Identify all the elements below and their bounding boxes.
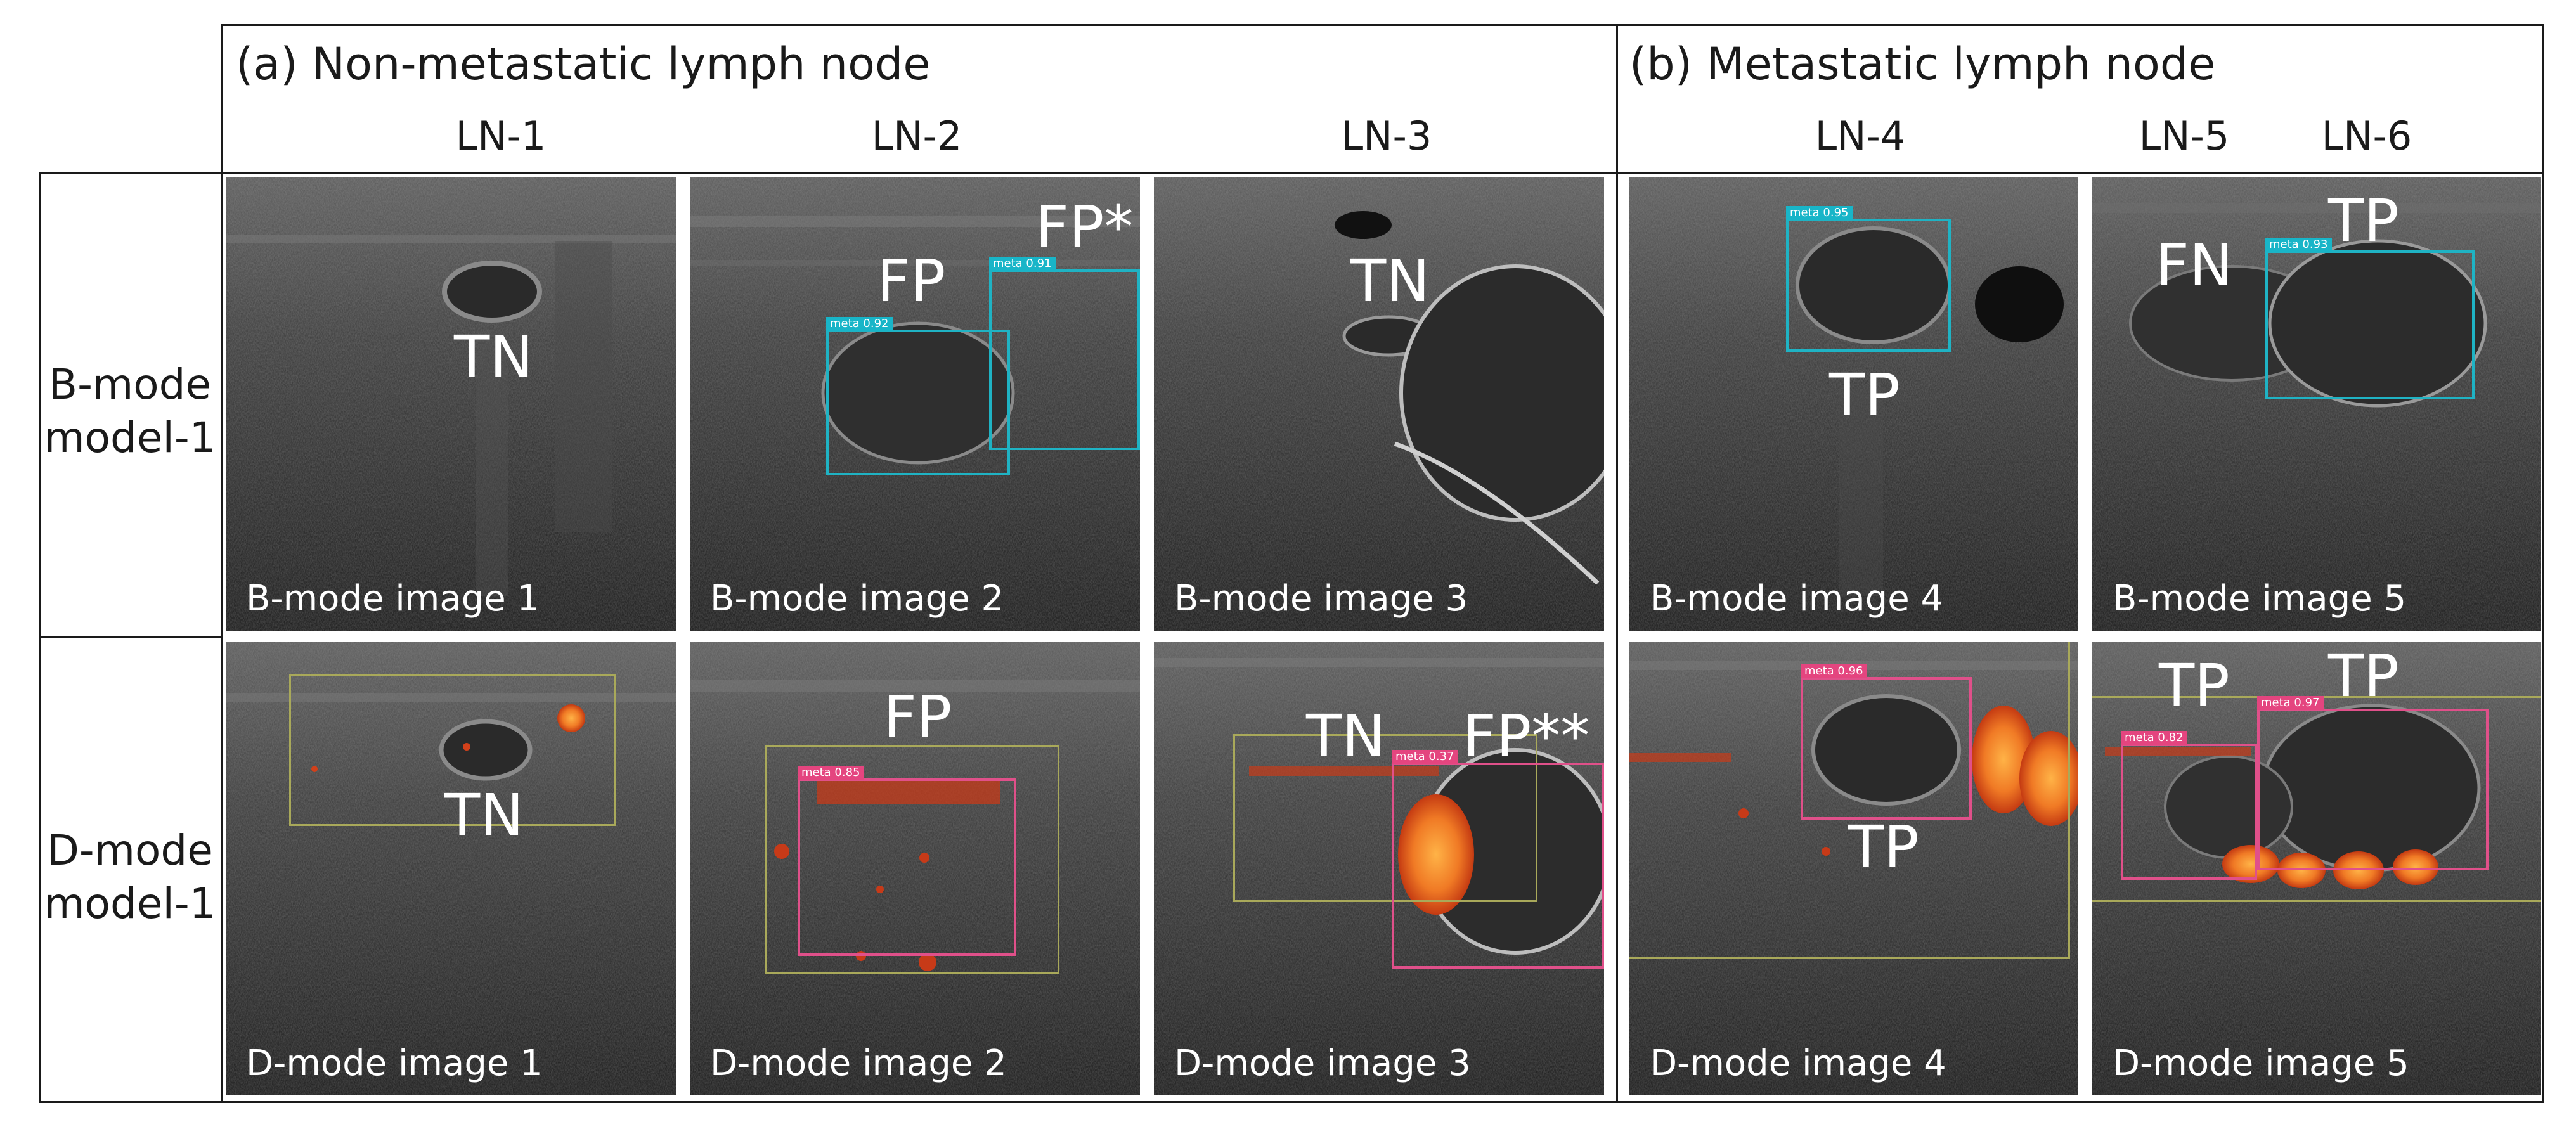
detection-box: meta 0.82 <box>2121 731 2257 880</box>
region-box <box>765 745 1059 974</box>
detection-score: meta 0.92 <box>826 317 893 331</box>
panel-caption: B-mode image 4 <box>1650 578 1944 619</box>
row-label-d-mode: D-mode model-1 <box>25 824 235 931</box>
detection-score: meta 0.85 <box>798 766 864 780</box>
d-mode-image-4: meta 0.96 TP D-mode image 4 <box>1629 642 2078 1095</box>
result-label: FP* <box>1035 193 1134 261</box>
right-border <box>2542 24 2544 1103</box>
b-mode-image-5: meta 0.93 FN TP B-mode image 5 <box>2092 177 2541 631</box>
result-label: TP <box>2328 642 2399 710</box>
result-label: FP <box>883 683 952 751</box>
d-mode-image-5: meta 0.82 meta 0.97 TP TP D-mode image 5 <box>2092 642 2541 1095</box>
section-divider-line <box>1616 24 1618 1103</box>
d-mode-image-2: meta 0.85 FP D-mode image 2 <box>690 642 1140 1095</box>
panel-caption: D-mode image 2 <box>710 1043 1007 1084</box>
panel-caption: D-mode image 1 <box>246 1043 543 1084</box>
detection-score: meta 0.82 <box>2121 731 2187 745</box>
left-header-border <box>221 24 223 1103</box>
detection-score: meta 0.95 <box>1786 206 1853 220</box>
bottom-border <box>39 1101 2544 1103</box>
ln-label-4: LN-4 <box>1815 113 1906 159</box>
panel-caption: B-mode image 3 <box>1174 578 1468 619</box>
metastatic-header: (b) Metastatic lymph node <box>1629 38 2216 90</box>
region-box <box>289 674 616 826</box>
header-divider-line <box>39 172 2544 174</box>
b-mode-image-3: TN B-mode image 3 <box>1154 177 1604 631</box>
result-label: FN <box>2156 231 2233 299</box>
detection-box: meta 0.91 <box>989 257 1140 450</box>
d-mode-image-1: TN D-mode image 1 <box>226 642 676 1095</box>
row-label-d-mode-line1: D-mode <box>47 826 213 875</box>
row-label-b-mode: B-mode model-1 <box>25 358 235 465</box>
ln-label-3: LN-3 <box>1341 113 1432 159</box>
detection-box: meta 0.95 <box>1786 206 1951 352</box>
detection-box: meta 0.37 <box>1392 750 1604 969</box>
region-box <box>1233 734 1537 902</box>
detection-score: meta 0.37 <box>1392 750 1458 764</box>
detection-box: meta 0.92 <box>826 317 1010 475</box>
result-label: TP <box>2159 652 2230 719</box>
panel-caption: B-mode image 1 <box>246 578 540 619</box>
panel-caption: D-mode image 5 <box>2113 1043 2409 1084</box>
detection-box: meta 0.85 <box>798 766 1016 956</box>
b-mode-image-1: TN B-mode image 1 <box>226 177 676 631</box>
result-label: TN <box>444 782 524 849</box>
result-label: TP <box>2328 187 2399 255</box>
row-label-b-mode-line1: B-mode <box>48 360 212 409</box>
ln-label-6: LN-6 <box>2321 113 2412 159</box>
detection-box: meta 0.93 <box>2265 238 2475 399</box>
region-box <box>1629 642 2070 959</box>
result-label: FP <box>877 247 946 315</box>
result-label: FP** <box>1463 702 1590 770</box>
detection-score: meta 0.97 <box>2257 696 2324 710</box>
panel-caption: D-mode image 4 <box>1650 1043 1946 1084</box>
non-metastatic-header: (a) Non-metastatic lymph node <box>236 38 931 90</box>
ln-label-2: LN-2 <box>871 113 962 159</box>
row-divider-line <box>39 636 222 638</box>
row-label-b-mode-line2: model-1 <box>44 413 216 462</box>
b-mode-image-4: meta 0.95 TP B-mode image 4 <box>1629 177 2078 631</box>
b-mode-image-2: meta 0.92 meta 0.91 FP FP* B-mode image … <box>690 177 1140 631</box>
ln-label-1: LN-1 <box>455 113 547 159</box>
detection-score: meta 0.93 <box>2265 238 2332 252</box>
result-label: TN <box>1306 702 1386 770</box>
top-border <box>221 24 2544 26</box>
result-label: TP <box>1848 813 1919 881</box>
ln-label-5: LN-5 <box>2139 113 2230 159</box>
panel-caption: D-mode image 3 <box>1174 1043 1471 1084</box>
panel-caption: B-mode image 5 <box>2113 578 2407 619</box>
d-mode-image-3: meta 0.37 TN FP** D-mode image 3 <box>1154 642 1604 1095</box>
result-label: TP <box>1829 361 1900 429</box>
detection-box: meta 0.97 <box>2257 696 2489 870</box>
detection-box: meta 0.96 <box>1801 664 1972 820</box>
detection-score: meta 0.91 <box>989 257 1056 271</box>
detection-score: meta 0.96 <box>1801 664 1867 678</box>
panel-caption: B-mode image 2 <box>710 578 1004 619</box>
result-label: TN <box>1350 247 1430 315</box>
row-label-d-mode-line2: model-1 <box>44 879 216 928</box>
result-label: TN <box>454 323 534 391</box>
